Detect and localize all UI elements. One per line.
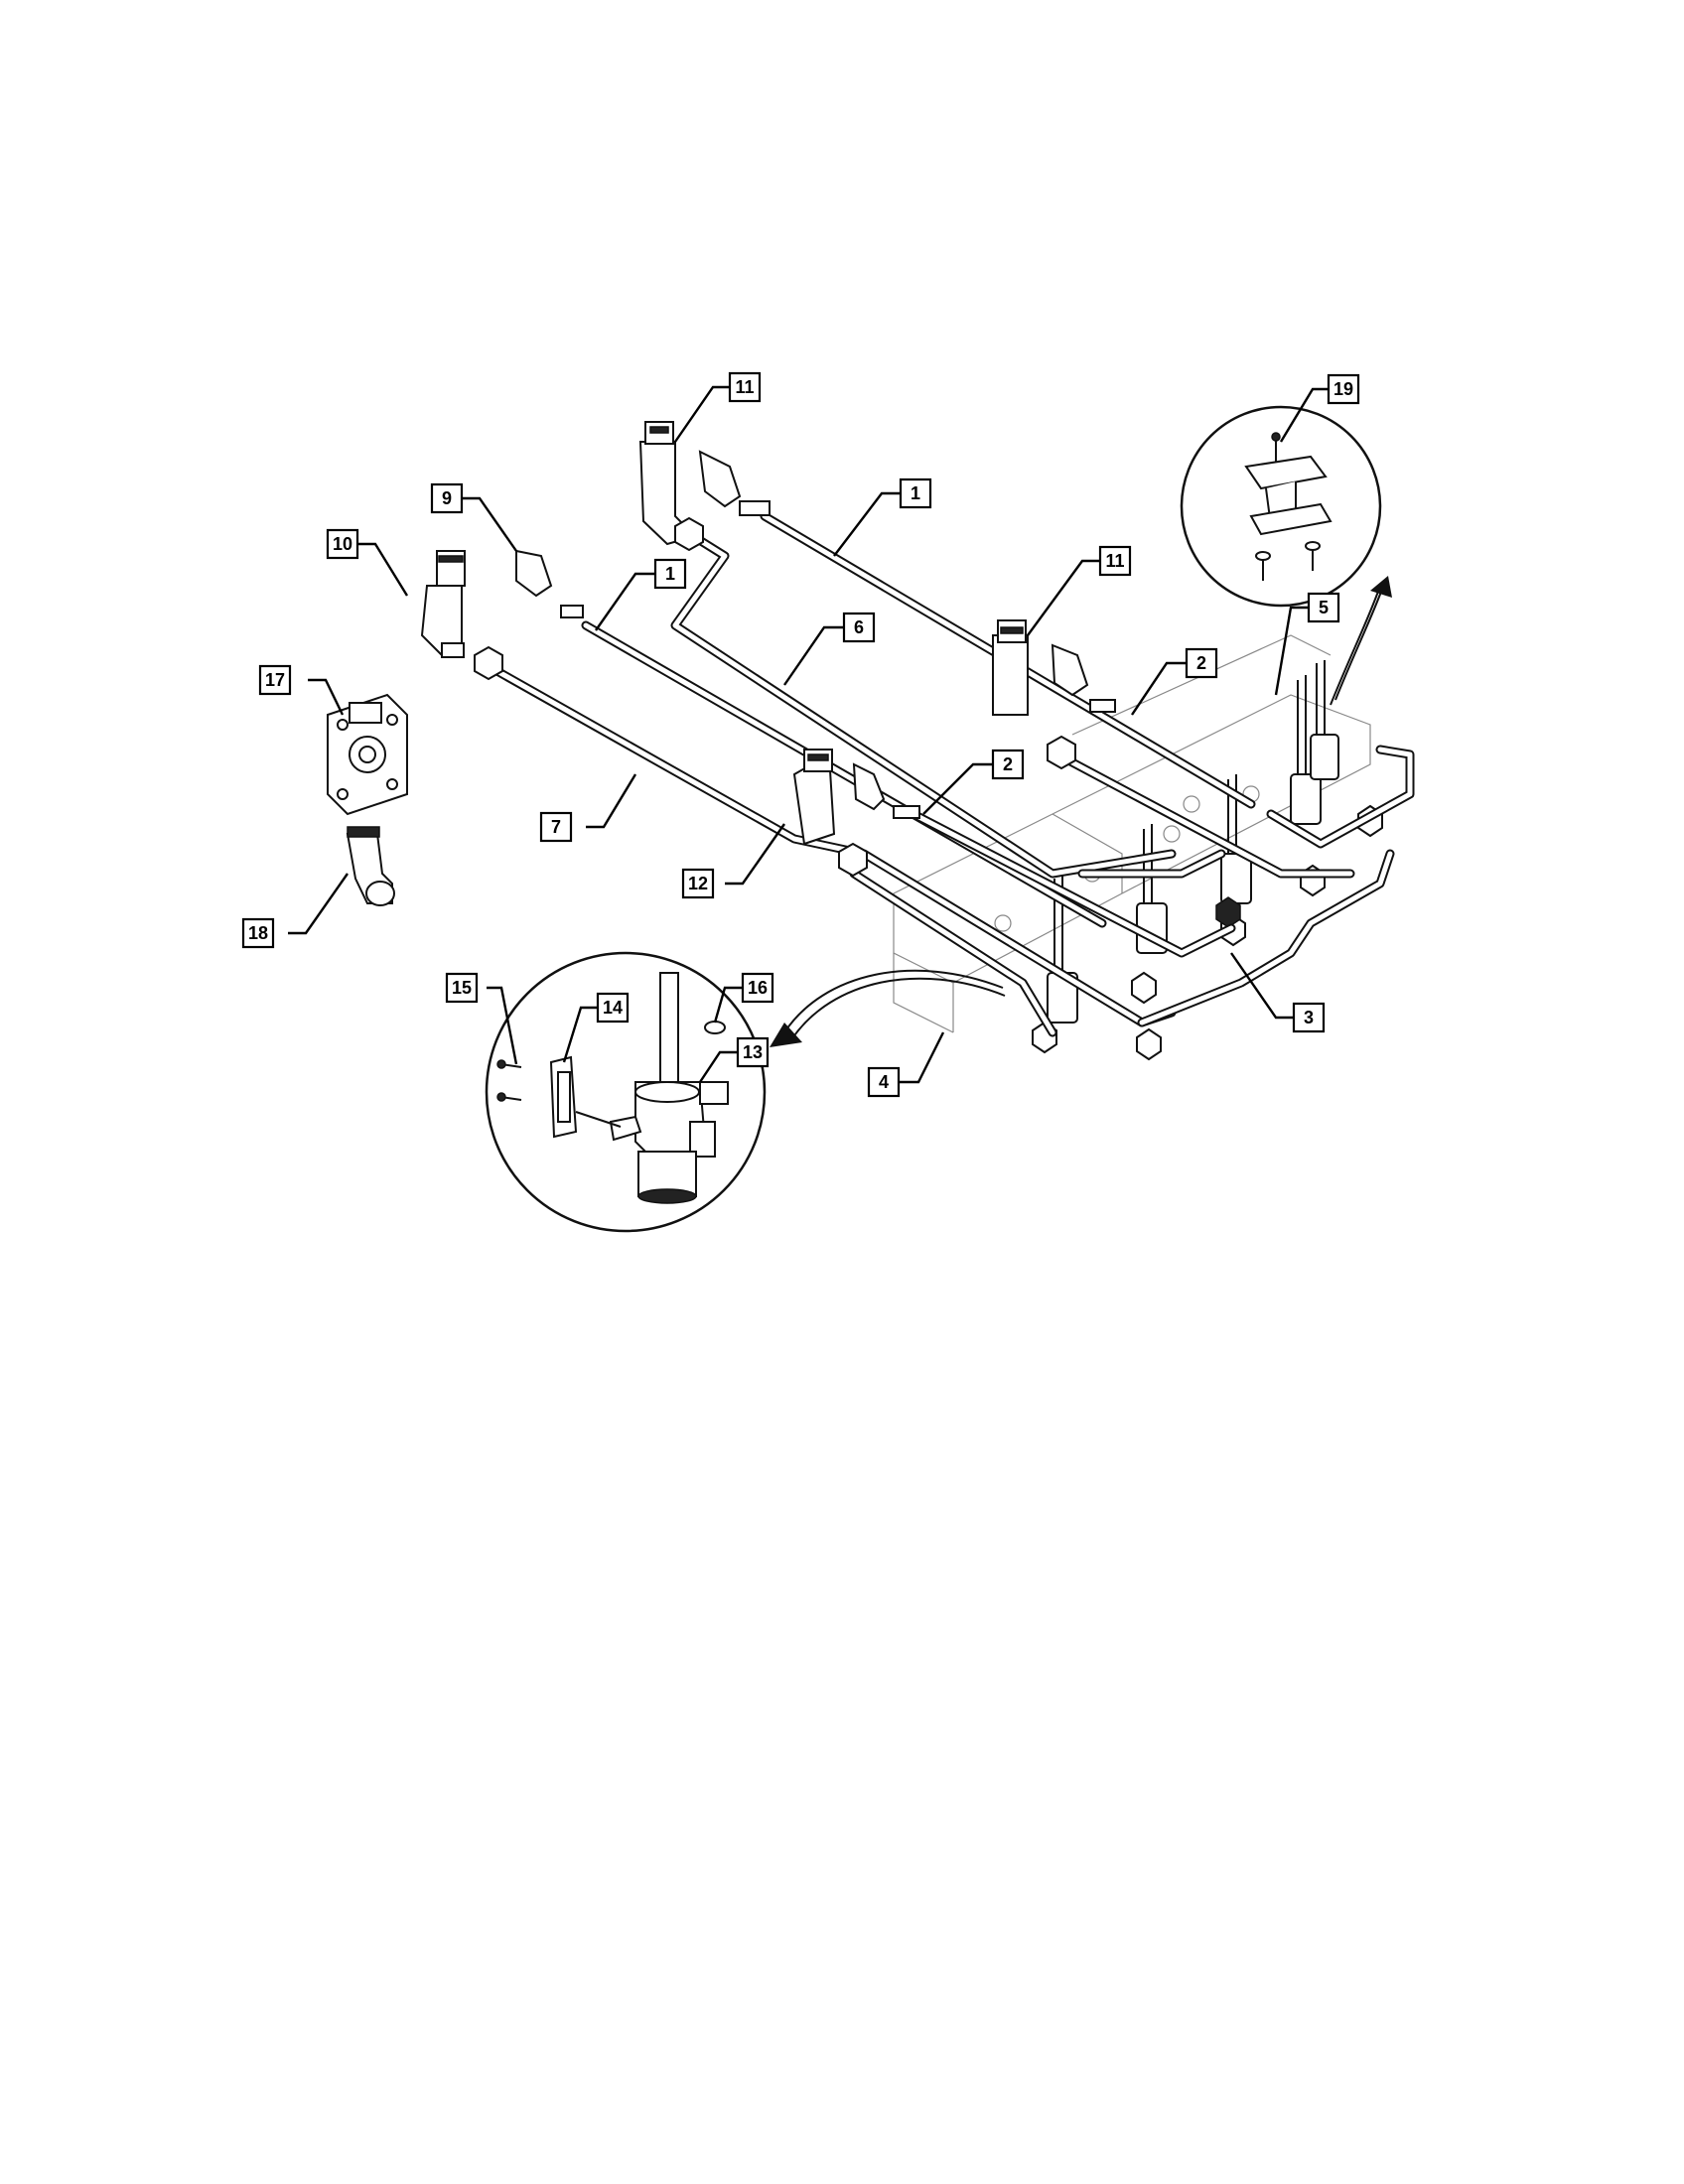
callout-label: 11 <box>735 377 754 397</box>
callout-1-middle: 1 <box>653 558 687 590</box>
arrow-to-upper-detail <box>1330 576 1392 706</box>
callout-label: 19 <box>1333 379 1353 399</box>
callout-2-middle: 2 <box>991 749 1025 780</box>
fittings <box>420 421 1116 878</box>
elbow-18 <box>346 826 395 906</box>
detail-circle-lower <box>485 951 767 1233</box>
callout-label: 7 <box>551 817 561 837</box>
callout-label: 5 <box>1319 598 1329 617</box>
callout-14: 14 <box>596 992 630 1024</box>
callout-label: 15 <box>452 978 472 998</box>
callout-label: 9 <box>442 488 452 508</box>
callout-6: 6 <box>842 612 876 643</box>
callout-label: 12 <box>688 874 708 893</box>
callout-15: 15 <box>445 972 479 1004</box>
callout-label: 11 <box>1105 551 1124 571</box>
callout-11-top: 11 <box>728 371 762 403</box>
flange-17 <box>327 693 408 816</box>
callout-18: 18 <box>241 917 275 949</box>
callout-1-top: 1 <box>899 478 932 509</box>
callout-2-upper: 2 <box>1185 647 1218 679</box>
callout-label: 16 <box>748 978 768 998</box>
leader-lines <box>288 385 1329 1084</box>
detail-circle-upper <box>1180 405 1382 608</box>
callout-11-right: 11 <box>1098 545 1132 577</box>
callout-7: 7 <box>539 811 573 843</box>
callout-9: 9 <box>430 482 464 514</box>
callout-label: 10 <box>333 534 352 554</box>
callout-5: 5 <box>1307 592 1340 623</box>
callout-label: 1 <box>911 483 920 503</box>
callout-label: 2 <box>1196 653 1206 673</box>
callout-13: 13 <box>736 1036 770 1068</box>
callout-16: 16 <box>741 972 774 1004</box>
callout-label: 4 <box>879 1072 889 1092</box>
callout-label: 17 <box>265 670 285 690</box>
callout-label: 14 <box>603 998 623 1018</box>
callout-label: 18 <box>248 923 268 943</box>
callout-12: 12 <box>681 868 715 899</box>
arrow-to-lower-detail <box>770 969 1006 1047</box>
tubes <box>482 511 1415 1037</box>
callout-label: 3 <box>1304 1008 1314 1027</box>
callout-label: 2 <box>1003 754 1013 774</box>
callout-label: 13 <box>743 1042 763 1062</box>
valve-bodies <box>1032 660 1383 1061</box>
callout-4: 4 <box>867 1066 901 1098</box>
callout-19: 19 <box>1327 373 1360 405</box>
callout-label: 6 <box>854 617 864 637</box>
callout-10: 10 <box>326 528 359 560</box>
callout-17: 17 <box>258 664 292 696</box>
callout-label: 1 <box>665 564 675 584</box>
callout-3: 3 <box>1292 1002 1326 1033</box>
